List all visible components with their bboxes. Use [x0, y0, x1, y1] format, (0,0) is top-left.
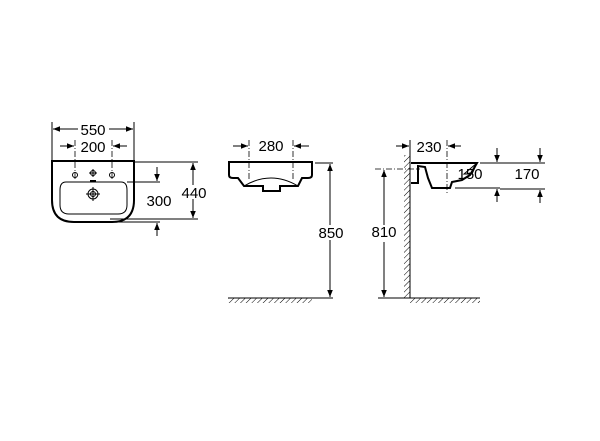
dim-overall-height: 170 [514, 166, 539, 183]
floor-hatch [228, 298, 312, 303]
basin-elevation [228, 161, 313, 192]
dim-wall-to-center: 230 [416, 139, 441, 156]
front-elevation: 280 850 [228, 138, 344, 303]
bowl-outline [59, 181, 128, 215]
dim-fixing-height: 810 [371, 224, 396, 241]
dim-overall-depth: 440 [181, 185, 206, 202]
plan-view: 550 200 300 440 [51, 122, 207, 236]
floor-hatch-side [410, 298, 480, 303]
basin-outline [51, 160, 135, 223]
basin-section [411, 162, 479, 189]
side-view: 230 810 150 170 [371, 139, 545, 303]
dim-bowl-height: 150 [457, 166, 482, 183]
dim-overall-width: 550 [80, 122, 105, 139]
dim-tap-spacing: 200 [80, 139, 105, 156]
dim-tap-spacing-elev: 280 [258, 138, 283, 155]
dim-rim-height: 850 [318, 225, 343, 242]
wall-hatch [404, 155, 410, 298]
dim-bowl-depth: 300 [146, 193, 171, 210]
drain-icon [86, 187, 100, 201]
tap-hole-icon [72, 169, 115, 178]
